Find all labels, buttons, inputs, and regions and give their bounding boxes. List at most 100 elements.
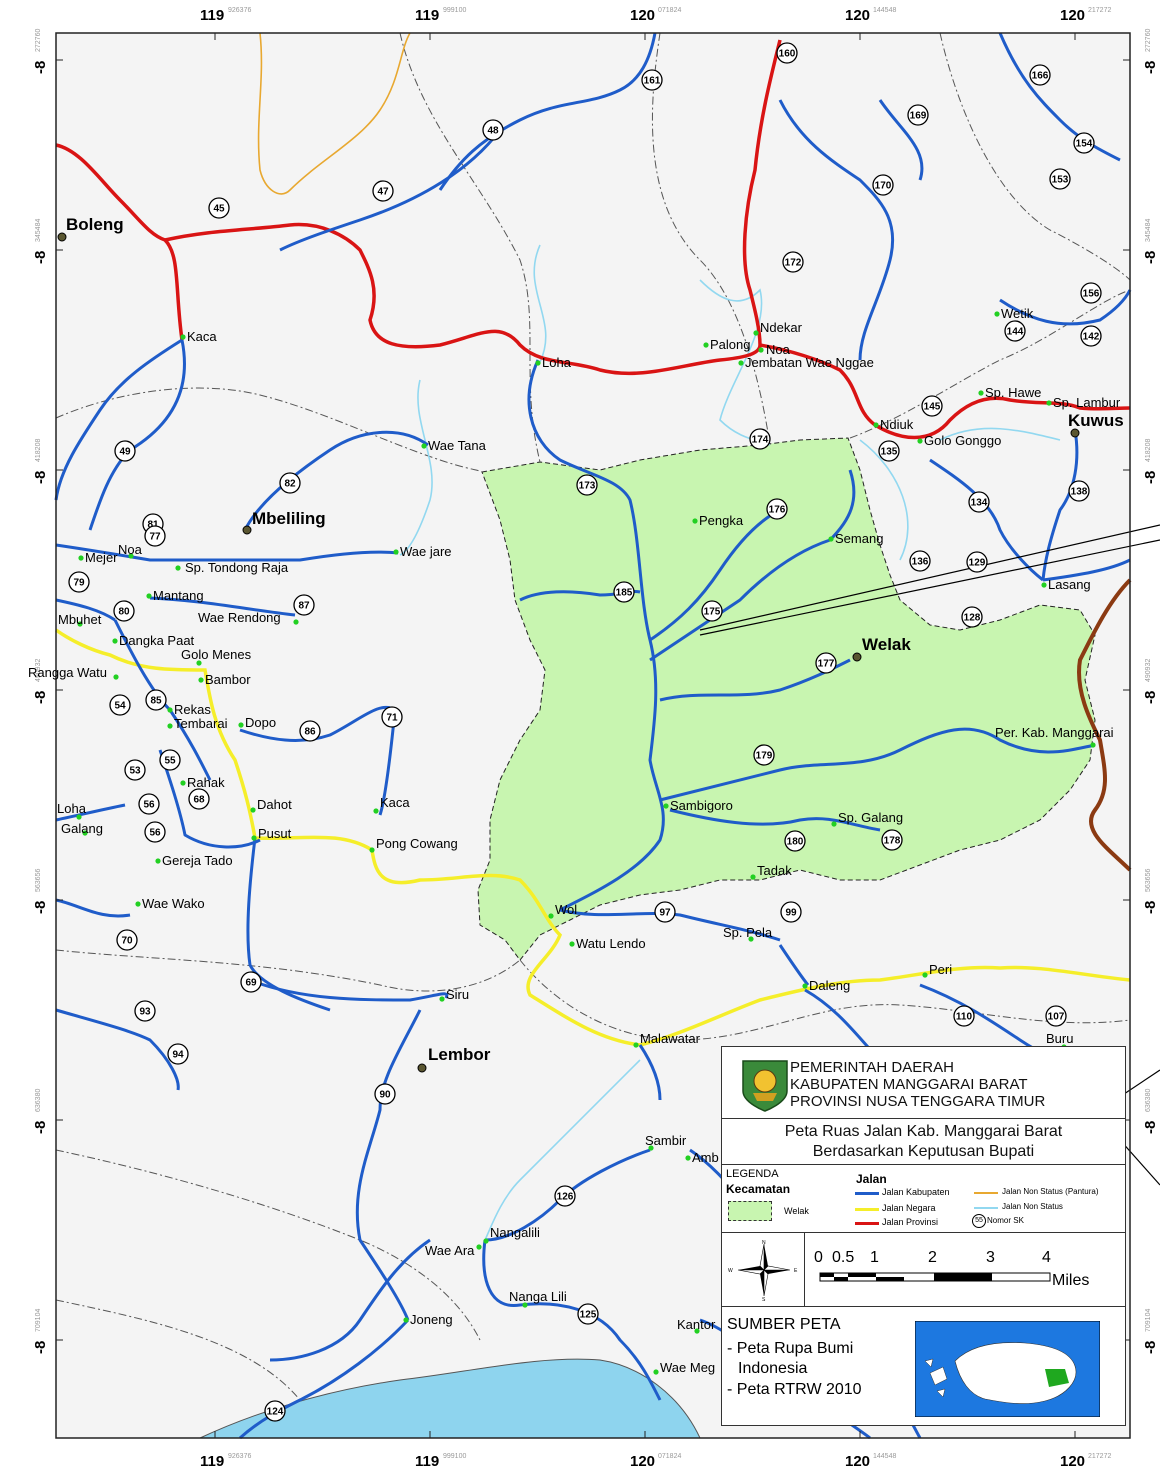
place-marker [917,438,923,444]
coord-right-label: -8 [1142,901,1159,914]
road-number-circle [784,830,806,852]
road-number: 136 [912,557,929,568]
jalan-kabupaten [54,32,1132,1440]
place-label: Sp. Lambur [1053,395,1121,410]
place-marker [78,555,84,561]
place-label: Sp. Hawe [985,385,1041,400]
place-marker [180,780,186,786]
negara-swatch [855,1208,879,1211]
road-number: 185 [616,588,633,599]
svg-text:0.5: 0.5 [832,1249,854,1266]
place-marker [831,821,837,827]
road-number: 180 [787,837,804,848]
place-marker [77,621,83,627]
place-label: Ndekar [760,320,803,335]
road-number-circle [1080,325,1102,347]
place-label: Watu Lendo [576,936,646,951]
road-number: 86 [304,727,316,738]
legend-source: SUMBER PETA - Peta Rupa Bumi Indonesia -… [722,1307,1125,1427]
legend-scale: N E S W 0 0.5 1 2 3 4 Miles [722,1233,1125,1307]
place-label: Kaca [380,795,410,810]
kabupaten-label: Jalan Kabupaten [882,1187,950,1197]
coord-top-sub: 999100 [443,7,466,14]
coord-left-label: -8 [32,691,49,704]
map-title-line-1: Peta Ruas Jalan Kab. Manggarai Barat [784,1123,1063,1140]
road-number: 128 [964,613,981,624]
place-marker [750,874,756,880]
coord-left-sub: 709104 [35,1309,42,1332]
road-number-circle [966,551,988,573]
coord-top-label: 119 [415,7,439,24]
road-number-circle [909,550,931,572]
place-marker [112,638,118,644]
road-number: 49 [119,447,131,458]
road-number: 68 [193,795,205,806]
place-marker [1090,742,1096,748]
place-marker [535,360,541,366]
coord-right-sub: 490932 [1145,659,1152,682]
road-number-circle [208,197,230,219]
road-number-circle [109,694,131,716]
place-marker [653,1369,659,1375]
road-number-circle [1045,1005,1067,1027]
road-number: 87 [298,601,310,612]
pantura-swatch [974,1192,998,1194]
nomor-sk-label: Nomor SK [987,1216,1024,1225]
road-number-circle [1029,64,1051,86]
road-number: 153 [1052,175,1069,186]
place-marker [403,1317,409,1323]
road-number: 174 [752,435,769,446]
road-number: 90 [379,1090,391,1101]
place-marker [82,830,88,836]
coord-left-label: -8 [32,251,49,264]
road-number-circle [613,581,635,603]
coord-right-sub: 636380 [1145,1089,1152,1112]
road-number-circle [145,689,167,711]
org-line-2: KABUPATEN MANGGARAI BARAT [790,1076,1028,1093]
place-label: Nanga Lili [509,1289,567,1304]
place-label: Rahak [187,775,225,790]
road-number: 69 [245,978,257,989]
jalan-provinsi [55,39,1131,440]
place-label: Wae Ara [425,1243,475,1258]
place-label: Wol [555,902,577,917]
svg-text:0: 0 [814,1249,823,1266]
place-marker [978,390,984,396]
road-number-circle [576,474,598,496]
place-marker [421,443,427,449]
place-marker [758,347,764,353]
coord-bottom-label: 119 [415,1453,439,1470]
place-label: Golo Menes [181,647,252,662]
road-number: 124 [267,1407,284,1418]
place-label: Sp. Galang [838,810,903,825]
place-label: Bambor [205,672,251,687]
road-number: 79 [73,578,85,589]
road-number: 154 [1076,139,1093,150]
place-label: Mbuhet [58,612,102,627]
place-marker [439,996,445,1002]
coord-right-label: -8 [1142,251,1159,264]
road-number-circle [654,901,676,923]
place-label: Kantor [677,1317,716,1332]
road-number: 135 [881,447,898,458]
welak-district [477,437,1096,961]
road-number: 161 [644,76,661,87]
place-label: Wae Rendong [198,610,281,625]
coord-bottom-label: 120 [1060,1453,1085,1470]
place-label: Mejer [85,550,118,565]
place-marker [155,858,161,864]
road-number-circle [815,652,837,674]
road-number-circle [144,525,166,547]
road-number-circle [1073,132,1095,154]
svg-text:E: E [794,1268,798,1274]
road-number-circle [782,251,804,273]
road-number-circle [68,571,90,593]
road-number-circle [159,749,181,771]
coord-bottom-sub: 999100 [443,1453,466,1460]
place-label: Wae Meg [660,1360,715,1375]
place-marker [198,677,204,683]
place-label: Lasang [1048,577,1091,592]
place-label: Rangga Watu [28,665,107,680]
road-number-circle [482,119,504,141]
road-number: 176 [769,505,786,516]
